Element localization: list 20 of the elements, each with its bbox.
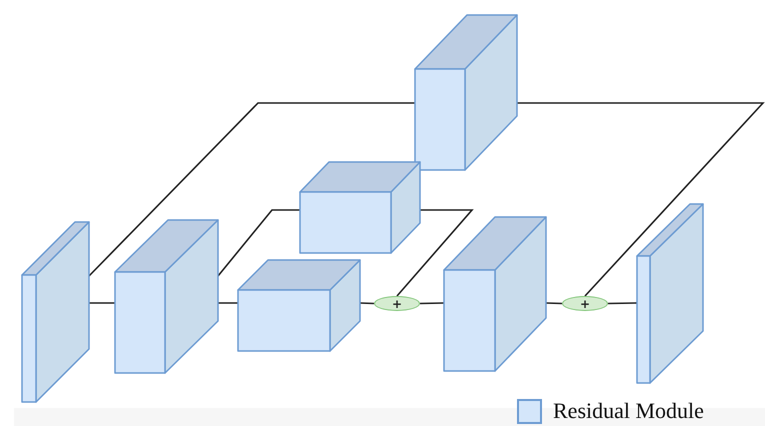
- connector-line: [217, 209, 300, 276]
- legend-label: Residual Module: [553, 398, 704, 424]
- cuboid-block: [22, 222, 89, 402]
- connector-line: [396, 209, 474, 297]
- cuboid-block: [444, 217, 546, 371]
- connector-line: [608, 302, 638, 304]
- connector-line: [360, 302, 374, 304]
- connector-line: [546, 302, 562, 304]
- cuboid-block: [115, 220, 218, 373]
- connector-line: [420, 302, 444, 304]
- connector-line: [88, 102, 415, 277]
- cuboid-block: [300, 162, 420, 253]
- connector-line: [89, 302, 115, 304]
- sum-node: +: [374, 296, 420, 311]
- cuboid-block: [637, 204, 703, 383]
- connector-line: [218, 302, 238, 304]
- cuboid-block: [415, 15, 517, 170]
- connector-line: [517, 102, 765, 297]
- cuboid-block: [238, 260, 360, 351]
- sum-node: +: [562, 296, 608, 311]
